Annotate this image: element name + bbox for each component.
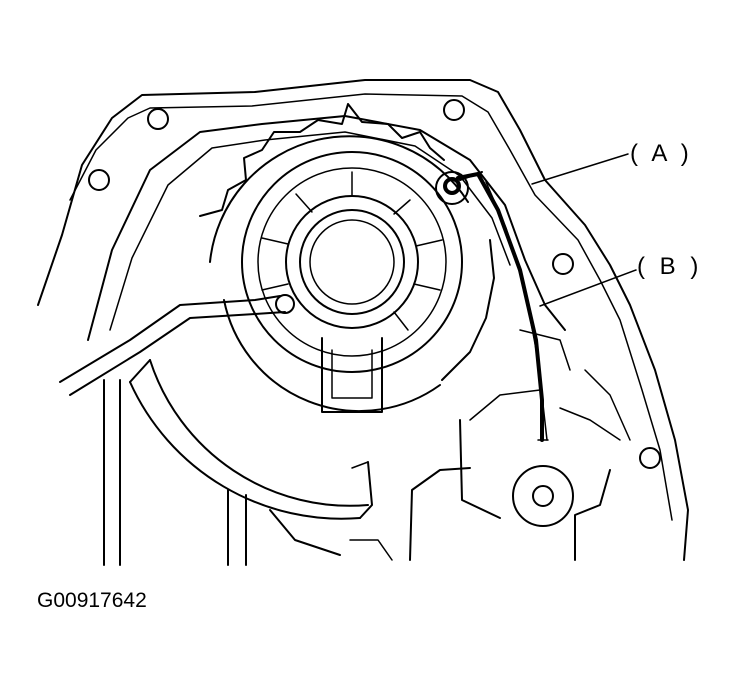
- bolt-hole: [147, 108, 169, 130]
- bolt-hole: [552, 253, 574, 275]
- bolt-boss: [512, 465, 574, 527]
- bolt-hole: [532, 485, 554, 507]
- bolt-holes: [88, 99, 661, 527]
- housing-outline: [37, 79, 689, 561]
- part-a-clip: [435, 171, 483, 205]
- bearing-retainer: [241, 151, 463, 413]
- part-b-pipe: [456, 172, 549, 442]
- lever-arm: [59, 294, 295, 396]
- figure-id: G00917642: [37, 589, 147, 612]
- callout-label-b: ( B ): [637, 253, 703, 280]
- leader-line-a: [531, 153, 629, 185]
- lower-guard: [129, 359, 373, 520]
- callout-label-a: ( A ): [630, 140, 693, 167]
- bolt-hole: [443, 99, 465, 121]
- toothed-ring: [199, 103, 495, 413]
- bolt-hole: [88, 169, 110, 191]
- leader-line-b: [539, 269, 637, 307]
- bolt-hole: [639, 447, 661, 469]
- lower-case: [103, 329, 631, 566]
